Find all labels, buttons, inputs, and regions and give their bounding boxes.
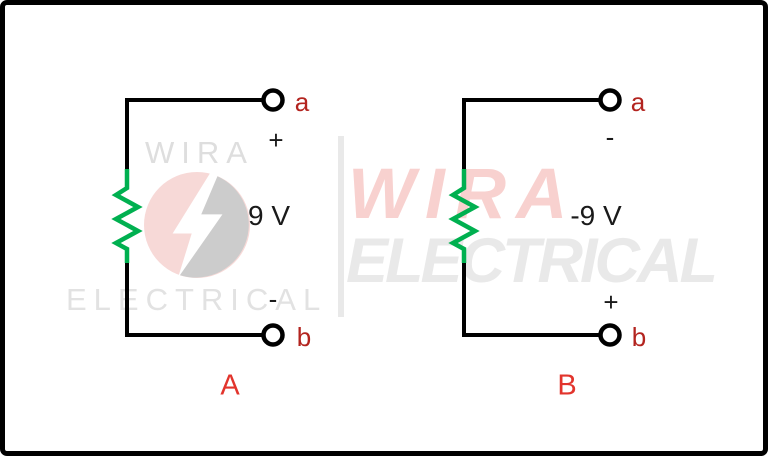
polarity-bottom-circuit-a: - [268,284,278,314]
circuit-a-wiring [111,88,285,347]
watermark-electrical-left-text: ELECTRICAL [66,282,328,317]
terminal-a-node-circuit-b [598,88,622,112]
resistor-symbol-circuit-a [111,169,143,263]
polarity-top-circuit-a: + [268,125,284,155]
terminal-a-node-circuit-a [261,88,285,112]
terminal-b-node-circuit-a [261,323,285,347]
terminal-b-label-circuit-a: b [296,322,312,352]
watermark-electrical-right-text: ELECTRICAL [346,226,718,296]
circuit-drawing [111,88,622,347]
terminal-b-node-circuit-b [598,323,622,347]
circuit-a-caption: A [220,369,240,402]
voltage-label-circuit-b: -9 V [570,200,622,231]
polarity-bottom-circuit-b: + [603,287,619,317]
circuit-b-caption: B [557,369,577,402]
polarity-top-circuit-b: - [605,122,615,152]
lightning-bolt-logo-icon [144,172,250,278]
watermark-divider-bar [338,136,344,317]
watermark-wira-left-text: WIRA [145,135,254,170]
resistor-symbol-circuit-b [448,169,480,263]
circuit-b-wiring [448,88,622,347]
terminal-a-label-circuit-b: a [630,87,646,117]
terminal-a-label-circuit-a: a [294,87,310,117]
terminal-b-label-circuit-b: b [631,322,647,352]
voltage-label-circuit-a: 9 V [247,200,291,231]
